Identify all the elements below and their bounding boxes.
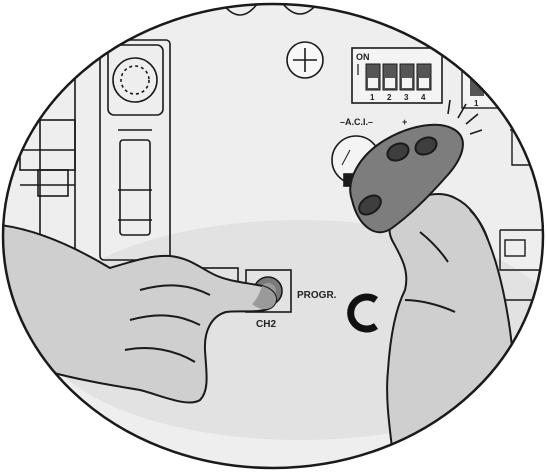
dip-small-number: 1 — [474, 99, 479, 108]
dip-switch[interactable]: ON 1 2 3 4 — [352, 48, 442, 103]
dip-number-2: 2 — [387, 93, 392, 102]
dip-on-label: ON — [356, 52, 370, 62]
screw-icon — [287, 42, 323, 78]
progr-label: PROGR. — [297, 290, 337, 301]
act-label: –A.C.I.– — [340, 117, 373, 127]
dip-number-1: 1 — [370, 93, 375, 102]
ch2-label: CH2 — [256, 319, 276, 330]
dip-number-4: 4 — [421, 93, 426, 102]
dip-number-3: 3 — [404, 93, 409, 102]
dip-switch-small: 1 — [462, 58, 502, 108]
act-plus-label: + — [402, 117, 407, 127]
